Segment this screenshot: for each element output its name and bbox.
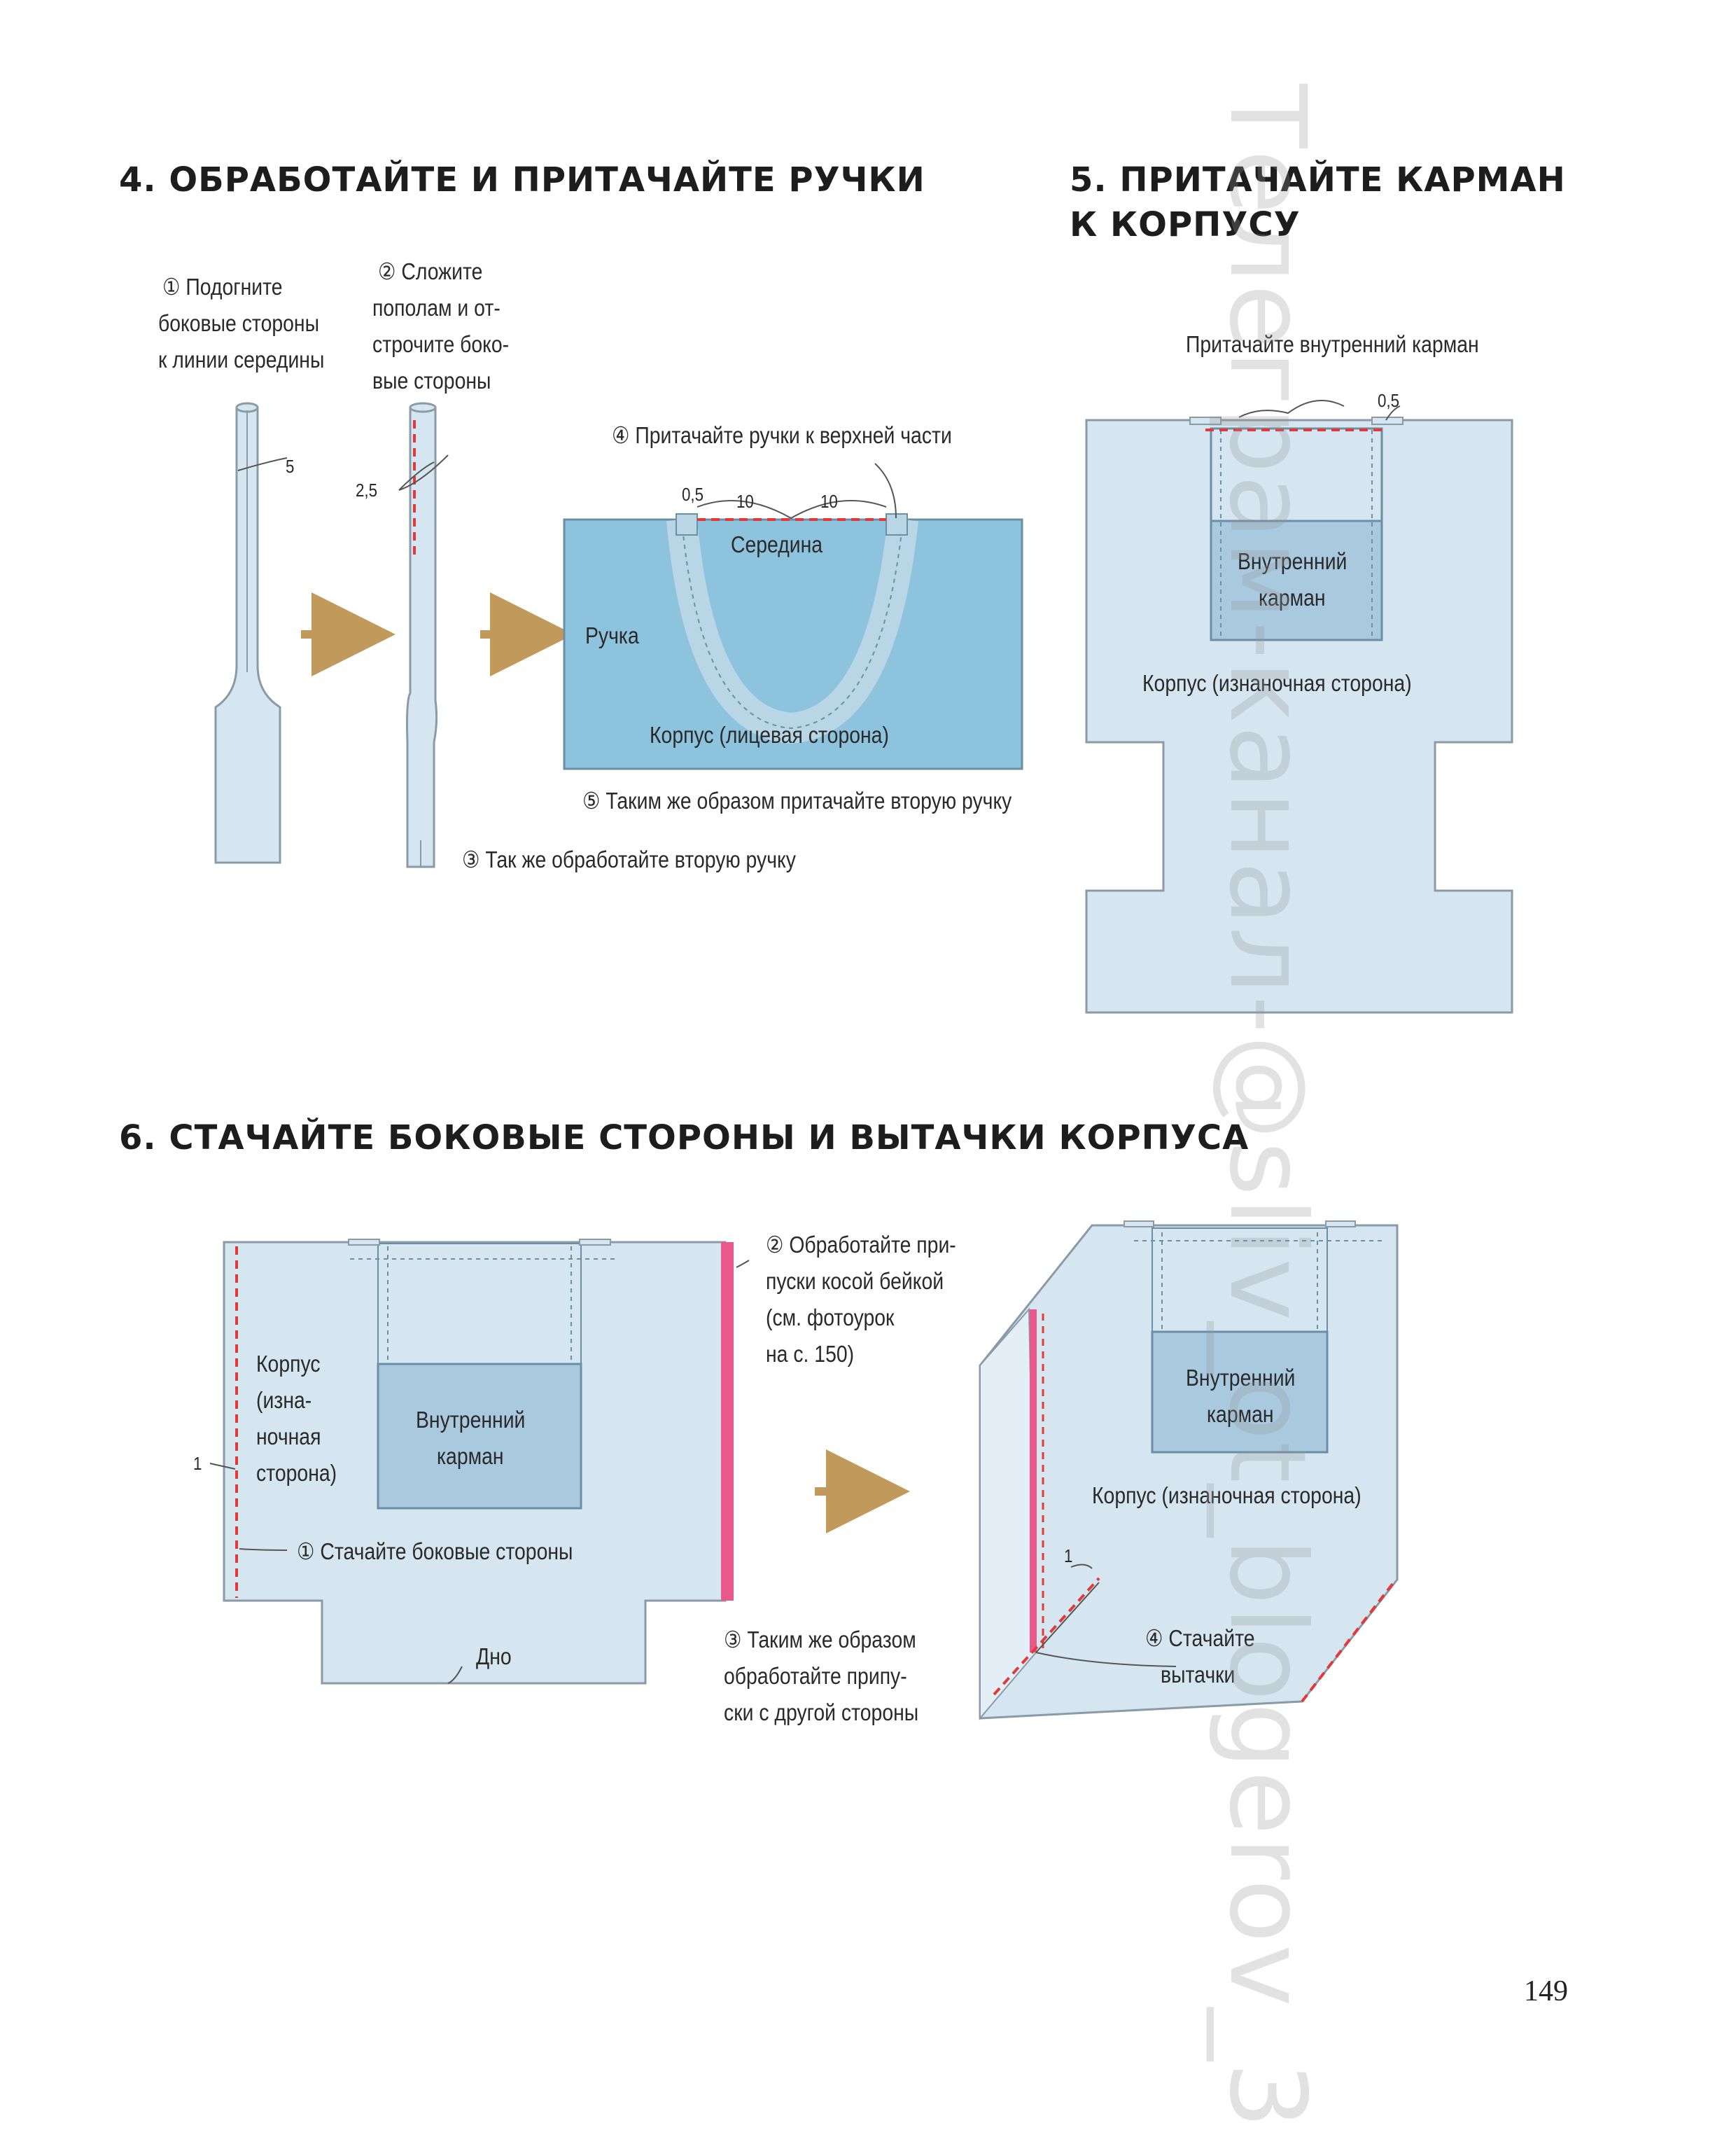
body-face-label: Корпус (лицевая сторона) bbox=[650, 722, 889, 748]
s6-body-line3: ночная bbox=[256, 1423, 321, 1449]
s6-step3-line1: ③ Таким же образом bbox=[724, 1627, 916, 1652]
s5-attach-pocket: Притачайте внутренний карман bbox=[1186, 331, 1479, 357]
s6-step3-line3: ски с другой стороны bbox=[724, 1699, 919, 1725]
dim-2-5: 2,5 bbox=[356, 480, 378, 501]
dim-5: 5 bbox=[286, 456, 295, 477]
section-4-title: 4. ОБРАБОТАЙТЕ И ПРИТАЧАЙТЕ РУЧКИ bbox=[119, 160, 925, 200]
s4-step2-line2: пополам и от- bbox=[372, 295, 500, 321]
section-5-body bbox=[1085, 400, 1513, 1014]
section-5-title-line2: К КОРПУСУ bbox=[1070, 205, 1301, 244]
s6-pocket-right-line1: Внутренний bbox=[1186, 1365, 1296, 1391]
s6-step4-line1: ④ Стачайте bbox=[1145, 1625, 1255, 1651]
s6-bottom-label: Дно bbox=[476, 1643, 512, 1669]
s4-step2-line4: вые стороны bbox=[372, 368, 491, 394]
s4-step1-line2: боковые стороны bbox=[158, 310, 319, 336]
s6-step3-line2: обработайте припу- bbox=[724, 1663, 907, 1689]
middle-label: Середина bbox=[731, 531, 823, 557]
s5-body-label: Корпус (изнаночная сторона) bbox=[1142, 670, 1412, 696]
body-face-panel bbox=[563, 463, 1023, 770]
s5-pocket-line1: Внутренний bbox=[1238, 548, 1348, 574]
s4-step5: ⑤ Таким же образом притачайте вторую руч… bbox=[582, 788, 1012, 814]
dim-10-left: 10 bbox=[736, 491, 754, 512]
s6-step2-line4: на с. 150) bbox=[766, 1341, 855, 1367]
s5-pocket-line2: карман bbox=[1259, 585, 1326, 611]
handle-strip-folded bbox=[214, 402, 288, 864]
s6-step2-line2: пуски косой бейкой bbox=[766, 1268, 944, 1294]
section-6-3d-body bbox=[979, 1220, 1399, 1720]
section-6-flat-body bbox=[209, 1239, 750, 1685]
s4-step2-line1: ② Сложите bbox=[378, 258, 483, 284]
s6-body-line1: Корпус bbox=[256, 1351, 321, 1377]
s6-step2-line1: ② Обработайте при- bbox=[766, 1232, 956, 1258]
handle-strip-stitched bbox=[398, 402, 449, 868]
s6-step4-line2: вытачки bbox=[1161, 1662, 1236, 1687]
page-number: 149 bbox=[1524, 1975, 1568, 2007]
dim-10-right: 10 bbox=[820, 491, 838, 512]
s6-pocket-right-line2: карман bbox=[1207, 1401, 1274, 1427]
handle-label: Ручка bbox=[585, 622, 639, 648]
section-5-title-line1: 5. ПРИТАЧАЙТЕ КАРМАН bbox=[1070, 160, 1566, 200]
s6-body-right-label: Корпус (изнаночная сторона) bbox=[1092, 1482, 1362, 1508]
s6-step2-line3: (см. фотоурок bbox=[766, 1304, 895, 1330]
watermark: Телеграм-канал-@sliv_ot_blogerov_3 bbox=[1206, 84, 1328, 2131]
dim-0-5: 0,5 bbox=[682, 484, 704, 505]
s5-dim-0-5: 0,5 bbox=[1378, 390, 1400, 411]
s4-step2-line3: строчите боко- bbox=[372, 331, 510, 357]
s4-step1-line1: ① Подогните bbox=[162, 274, 283, 300]
section-6-title: 6. СТАЧАЙТЕ БОКОВЫЕ СТОРОНЫ И ВЫТАЧКИ КО… bbox=[119, 1118, 1250, 1157]
s4-step1-line3: к линии середины bbox=[158, 347, 325, 373]
s6-step1: ① Стачайте боковые стороны bbox=[297, 1538, 573, 1564]
s6-pocket-left-line2: карман bbox=[437, 1443, 504, 1469]
s6-pocket-left-line1: Внутренний bbox=[416, 1407, 526, 1433]
s6-body-line2: (изна- bbox=[256, 1387, 312, 1413]
s6-body-line4: сторона) bbox=[256, 1460, 337, 1486]
s6-dim-1-right: 1 bbox=[1064, 1545, 1073, 1566]
s4-step3: ③ Так же обработайте вторую ручку bbox=[462, 847, 796, 872]
s4-step4: ④ Притачайте ручки к верхней части bbox=[612, 422, 952, 448]
s6-dim-1: 1 bbox=[193, 1453, 202, 1474]
